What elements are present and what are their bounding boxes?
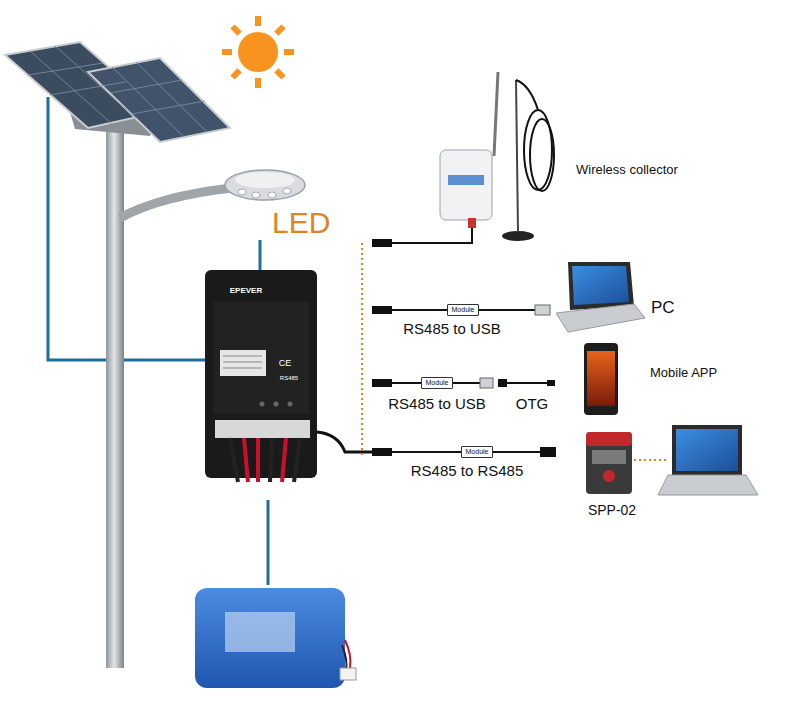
solar-panels	[5, 42, 230, 142]
battery-pack	[195, 588, 356, 688]
brand-text: EPEVER	[230, 287, 262, 296]
communication-cables	[372, 222, 556, 457]
link-line	[634, 459, 668, 461]
module-text: Module	[452, 306, 475, 314]
wireless-collector	[440, 72, 554, 241]
device-label: PC	[651, 299, 675, 318]
port-text: RS485	[280, 375, 298, 382]
component-label: LED	[272, 206, 330, 239]
module-text: Module	[426, 379, 449, 387]
cable-label: OTG	[516, 396, 549, 413]
lamp-pole	[106, 120, 124, 668]
sun-icon	[222, 16, 294, 88]
module-box: Module	[461, 446, 494, 458]
lamp-arm	[120, 188, 232, 218]
mobile-phone	[584, 343, 618, 415]
module-box: Module	[447, 304, 480, 316]
device-label: Wireless collector	[576, 163, 678, 177]
module-box: Module	[421, 377, 454, 389]
charge-controller	[205, 270, 372, 482]
laptop-pc	[556, 262, 645, 332]
led-lamp	[225, 170, 305, 200]
device-label: Mobile APP	[650, 366, 717, 380]
spp02-device	[586, 432, 632, 494]
laptop-pc	[658, 425, 758, 495]
cable-label: RS485 to USB	[388, 396, 486, 413]
cable-label: RS485 to USB	[403, 321, 501, 338]
mark-text: CE	[279, 359, 292, 369]
connection-bracket	[361, 243, 363, 455]
module-text: Module	[466, 448, 489, 456]
device-label: SPP-02	[588, 503, 636, 518]
cable-label: RS485 to RS485	[411, 463, 524, 480]
